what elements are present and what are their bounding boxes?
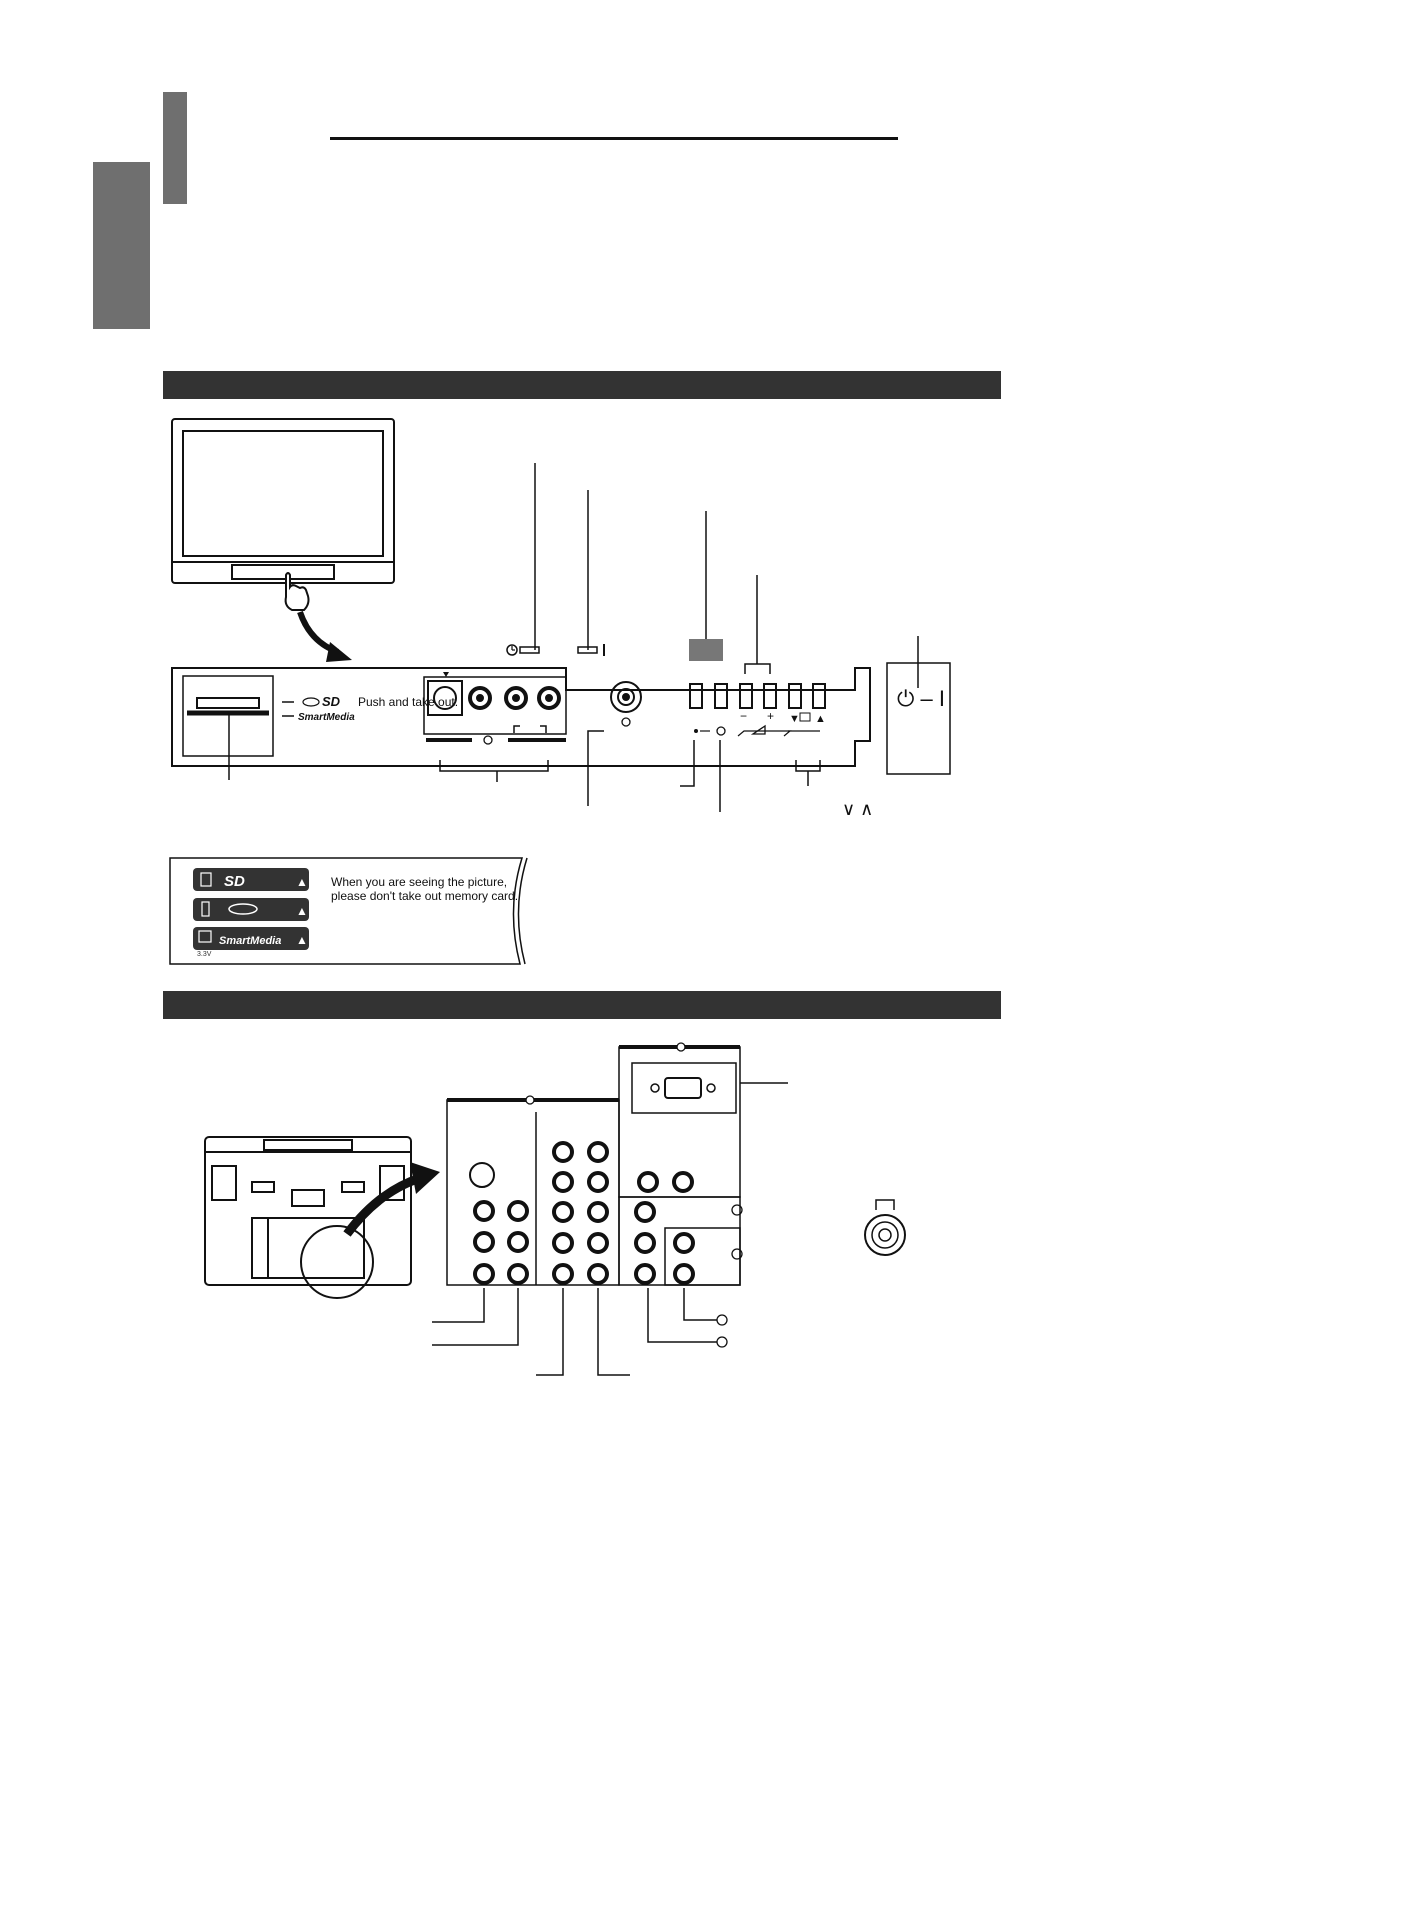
rear-panel-diagram xyxy=(204,1042,906,1376)
clock-icon xyxy=(506,644,518,656)
svg-text:SD: SD xyxy=(322,694,341,709)
headphone-icon xyxy=(621,717,631,727)
smartmedia-label: SmartMedia xyxy=(298,712,355,723)
antenna-icon xyxy=(864,1199,906,1256)
volume-minus: − xyxy=(740,709,747,723)
title-rule xyxy=(330,137,898,140)
caution-message-line2: please don't take out memory card. xyxy=(331,889,518,903)
power-icon: ⏻ – I xyxy=(897,686,945,711)
card-arrow: ▲ xyxy=(296,904,308,918)
input-icon xyxy=(483,735,493,745)
smartmedia-arrow: ▲ xyxy=(296,933,308,947)
volume-icon xyxy=(750,724,766,735)
side-tab-upper xyxy=(163,92,187,204)
caution-label: SD SmartMedia 3.3V ▲ ▲ ▲ When you are se… xyxy=(169,857,528,965)
tv-rear-illustration xyxy=(204,1136,412,1299)
hand-pointer-icon xyxy=(284,572,310,611)
front-panel-outline xyxy=(171,667,871,767)
front-panel-diagram: − + ▼ ▲ ⏻ – I ∨ ∧ SD Push and take out. … xyxy=(171,418,951,819)
smartmedia-voltage: 3.3V xyxy=(197,951,212,958)
rear-section-header-bar xyxy=(163,991,1001,1019)
sd-card-logo: SD xyxy=(224,873,245,890)
card-eject-label: Push and take out. xyxy=(358,695,458,709)
channel-up-mark: ▲ xyxy=(815,713,826,725)
side-tab-lower xyxy=(93,162,150,329)
sd-arrow: ▲ xyxy=(296,875,308,889)
sensor-window xyxy=(689,639,723,661)
smartmedia-card-logo: SmartMedia xyxy=(219,935,281,947)
channel-arrows: ∨ ∧ xyxy=(842,799,873,819)
tv-front-illustration xyxy=(171,418,395,584)
caution-message-line1: When you are seeing the picture, xyxy=(331,875,507,889)
front-section-header-bar xyxy=(163,371,1001,399)
volume-plus: + xyxy=(767,709,774,723)
output-icon xyxy=(716,1314,728,1326)
channel-down-mark: ▼ xyxy=(789,713,800,725)
